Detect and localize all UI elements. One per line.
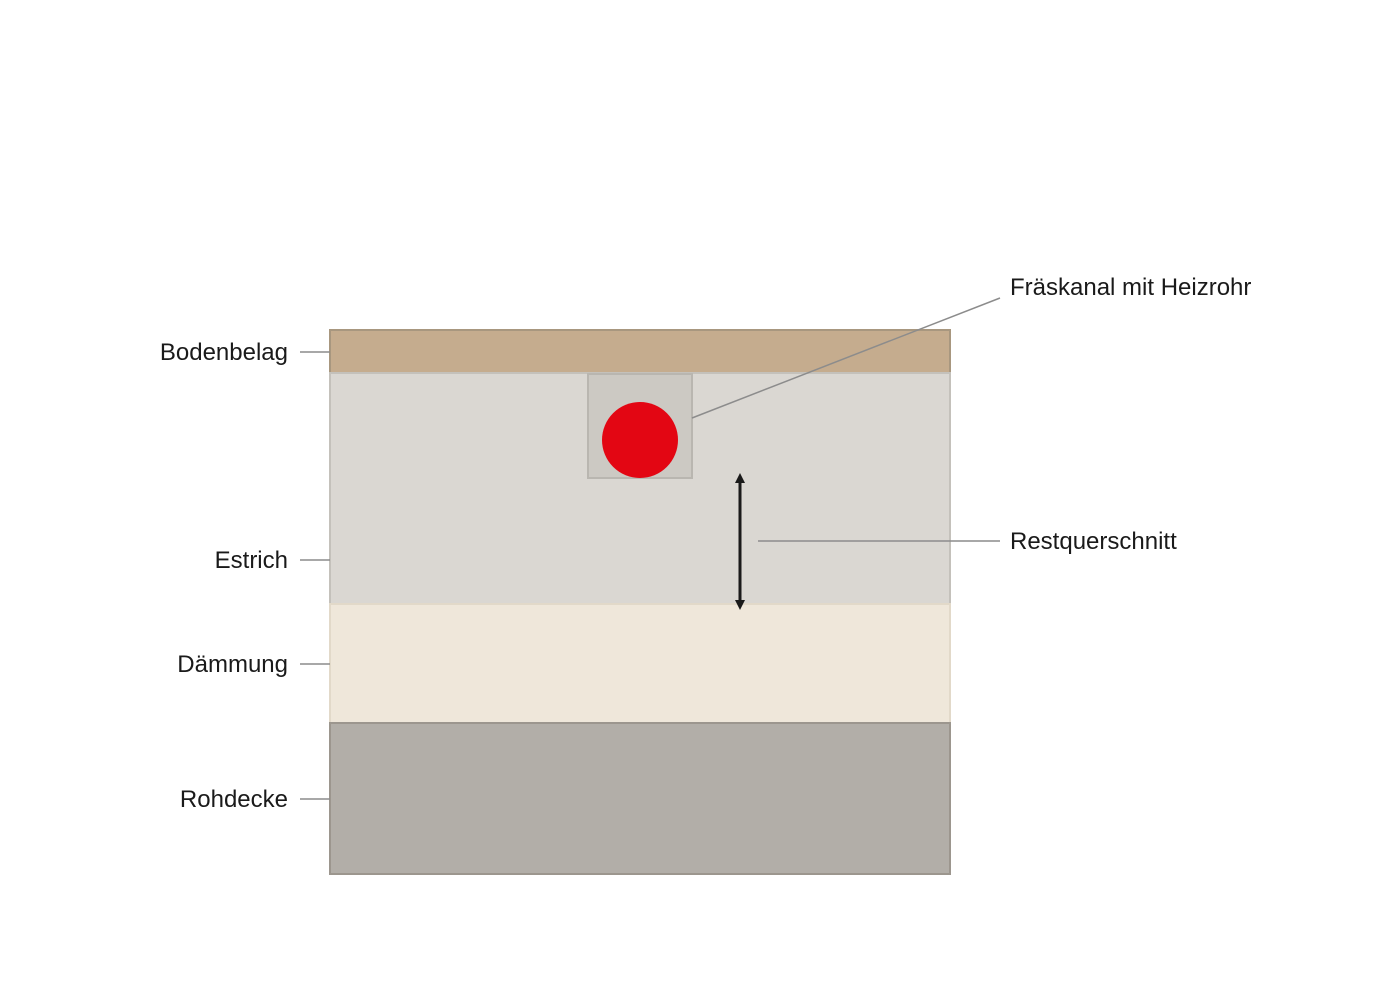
label-bodenbelag: Bodenbelag: [160, 339, 288, 366]
heating-pipe: [602, 402, 678, 478]
layer-bodenbelag: [329, 329, 951, 374]
label-channel: Fräskanal mit Heizrohr: [1010, 274, 1251, 301]
leader-channel: [691, 297, 1001, 419]
label-estrich: Estrich: [215, 547, 288, 574]
label-daemmung: Dämmung: [177, 651, 288, 678]
layer-rohdecke: [329, 722, 951, 875]
label-rohdecke: Rohdecke: [180, 786, 288, 813]
label-residual: Restquerschnitt: [1010, 528, 1177, 555]
layer-daemmung: [329, 603, 951, 724]
